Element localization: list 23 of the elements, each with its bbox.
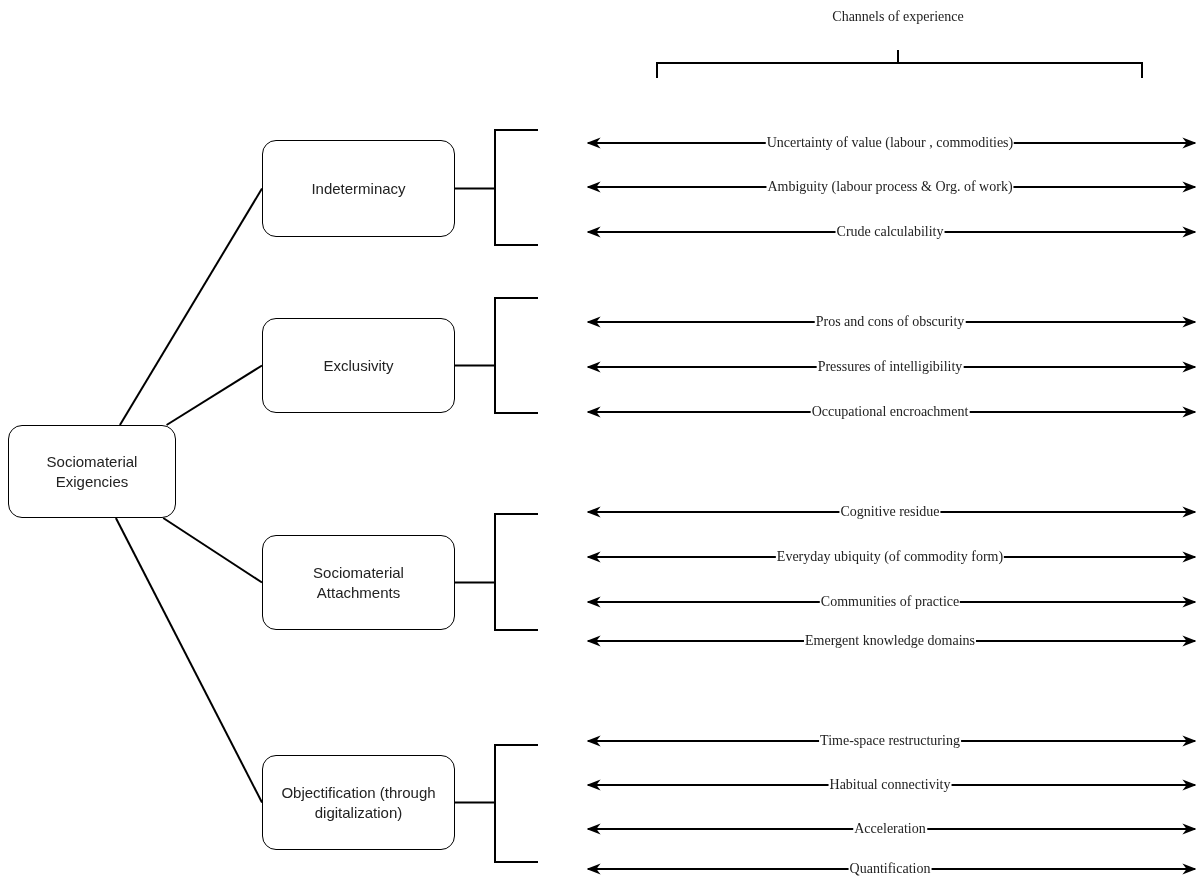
channel-label: Pressures of intelligibility (816, 359, 964, 375)
channel-label: Pros and cons of obscurity (814, 314, 966, 330)
channel-label: Ambiguity (labour process & Org. of work) (766, 179, 1014, 195)
category-box: Objectification (through digitalization) (262, 755, 455, 850)
category-box: Exclusivity (262, 318, 455, 413)
channel-label: Communities of practice (819, 594, 961, 610)
connector-line (118, 187, 263, 426)
connector-line (165, 364, 263, 426)
channel-label: Occupational encroachment (810, 404, 970, 420)
channel-label: Crude calculability (835, 224, 945, 240)
channel-label: Habitual connectivity (828, 777, 952, 793)
root-box: Sociomaterial Exigencies (8, 425, 176, 518)
connector-line (162, 517, 263, 584)
channel-label: Uncertainty of value (labour , commodities) (765, 135, 1015, 151)
connector-line (114, 517, 263, 804)
header-text: Channels of experience (831, 9, 965, 25)
channel-label: Emergent knowledge domains (804, 633, 976, 649)
category-box: Sociomaterial Attachments (262, 535, 455, 630)
channel-label: Time-space restructuring (819, 733, 961, 749)
channel-label: Everyday ubiquity (of commodity form) (775, 549, 1005, 565)
channel-label: Cognitive residue (839, 504, 941, 520)
category-box: Indeterminacy (262, 140, 455, 237)
channel-label: Quantification (848, 861, 932, 877)
